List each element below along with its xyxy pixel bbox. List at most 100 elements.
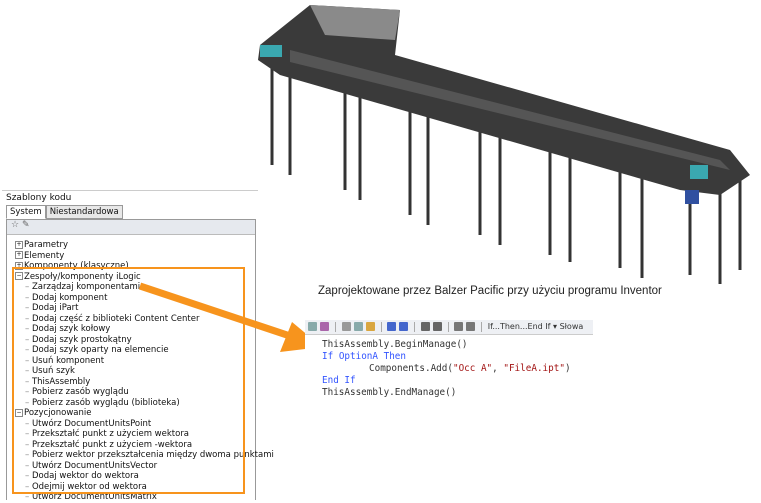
tab-system[interactable]: System (6, 205, 46, 219)
tree-node[interactable]: – Dodaj szyk kołowy (15, 324, 274, 335)
tree-node[interactable]: – Zarządzaj komponentami (15, 282, 274, 293)
tree-node[interactable]: – Usuń komponent (15, 356, 274, 367)
print-icon[interactable] (308, 322, 317, 331)
undo-icon[interactable] (387, 322, 397, 331)
tree-node[interactable]: – Dodaj wektor do wektora (15, 471, 274, 482)
tree-node-label: Utwórz DocumentUnitsMatrix (31, 492, 157, 502)
dropdown-arrow-icon[interactable]: ▾ (553, 322, 558, 331)
keyword: Then (383, 351, 406, 362)
panel-title: Szablony kodu (6, 193, 72, 203)
tree-node[interactable]: – Odejmij wektor od wektora (15, 482, 274, 493)
tree-line-icon: – (25, 292, 32, 303)
outdent-icon[interactable] (420, 322, 430, 331)
comment-icon[interactable] (454, 322, 464, 331)
code-line: ThisAssembly.EndManage() (322, 387, 457, 398)
expand-icon[interactable]: + (15, 240, 23, 249)
tree-node-label: Zespoły/komponenty iLogic (24, 271, 141, 282)
tree-line-icon: – (25, 366, 32, 376)
snippet-tree: +Parametry+Elementy+Komponenty (klasyczn… (15, 240, 274, 503)
tree-line-icon: – (25, 460, 32, 471)
code-editor[interactable]: If...Then...End If ▾ Słowa ThisAssembly.… (305, 320, 593, 402)
copy-icon[interactable] (353, 322, 363, 331)
tree-node-label: Usuń szyk (31, 366, 75, 376)
tree-line-icon: – (25, 439, 32, 450)
expand-icon[interactable]: + (15, 261, 23, 270)
expand-icon[interactable]: + (15, 251, 23, 259)
collapse-icon[interactable]: − (15, 272, 23, 280)
tree-node-label: Usuń komponent (31, 355, 105, 366)
tree-line-icon: – (25, 418, 32, 429)
tree-node[interactable]: – Pobierz zasób wyglądu (15, 387, 274, 398)
tree-line-icon: – (25, 429, 32, 439)
add-snippet-icon[interactable]: ☆ (11, 220, 20, 230)
tree-node[interactable]: – Przekształć punkt z użyciem wektora (15, 429, 274, 440)
preview-icon[interactable] (320, 322, 329, 331)
string: "Occ A" (452, 363, 493, 374)
tree-node[interactable]: – Dodaj iPart (15, 303, 274, 314)
tree-node-label: Zarządzaj komponentami (31, 282, 141, 292)
uncomment-icon[interactable] (466, 322, 476, 331)
code-punct: ) (564, 363, 571, 374)
tree-node[interactable]: – Dodaj komponent (15, 293, 274, 304)
tree-node[interactable]: – Dodaj szyk oparty na elemencie (15, 345, 274, 356)
tree-line-icon: – (25, 282, 32, 292)
tree-line-icon: – (25, 376, 32, 387)
tree-line-icon: – (25, 313, 32, 324)
snippet-dropdown[interactable]: If...Then...End If (487, 322, 551, 331)
tree-node-label: Przekształć punkt z użyciem wektora (31, 429, 190, 439)
identifier: OptionA (338, 351, 378, 362)
code-lines: ThisAssembly.BeginManage() If OptionA Th… (305, 335, 593, 399)
tree-node[interactable]: – Usuń szyk (15, 366, 274, 377)
code-line: If OptionA Then (322, 351, 593, 363)
tree-line-icon: – (25, 481, 32, 492)
keywords-menu[interactable]: Słowa (559, 322, 584, 331)
tree-node[interactable]: – ThisAssembly (15, 377, 274, 388)
tab-custom[interactable]: Niestandardowa (45, 205, 123, 219)
tree-node[interactable]: – Dodaj część z biblioteki Content Cente… (15, 314, 274, 325)
collapse-icon[interactable]: − (15, 408, 23, 417)
tree-node[interactable]: – Utwórz DocumentUnitsVector (15, 461, 274, 472)
paste-icon[interactable] (365, 322, 375, 331)
tree-node-label: Dodaj iPart (31, 303, 79, 313)
image-caption: Zaprojektowane przez Balzer Pacific przy… (318, 285, 662, 297)
tree-line-icon: – (25, 387, 32, 397)
tree-node[interactable]: +Komponenty (klasyczne) (15, 261, 274, 272)
tree-line-icon: – (25, 471, 32, 481)
tree-node-label: Dodaj szyk oparty na elemencie (31, 345, 169, 355)
tree-node[interactable]: – Dodaj szyk prostokątny (15, 335, 274, 346)
tree-node-label: Parametry (24, 240, 69, 250)
tree-node[interactable]: −Zespoły/komponenty iLogic (15, 272, 274, 283)
tree-node-label: Pozycjonowanie (24, 408, 92, 418)
tree-line-icon: – (25, 492, 32, 502)
tree-node-label: Dodaj wektor do wektora (31, 471, 139, 481)
tree-line-icon: – (25, 450, 32, 460)
highlight-box (12, 267, 245, 494)
indent-icon[interactable] (432, 322, 442, 331)
code-punct: , (492, 363, 504, 374)
tree-line-icon: – (25, 355, 32, 366)
tree-node-label: Pobierz zasób wyglądu (31, 387, 129, 397)
tree-line-icon: – (25, 303, 32, 313)
tree-line-icon: – (25, 324, 32, 334)
tree-node-label: Dodaj część z biblioteki Content Center (31, 313, 200, 324)
tree-node[interactable]: – Pobierz wektor przekształcenia między … (15, 450, 274, 461)
redo-icon[interactable] (399, 322, 409, 331)
tree-node[interactable]: – Przekształć punkt z użyciem -wektora (15, 440, 274, 451)
tree-node-label: Dodaj komponent (31, 292, 108, 303)
code-line: Components.Add("Occ A", "FileA.ipt") (322, 363, 593, 375)
tree-node[interactable]: – Utwórz DocumentUnitsMatrix (15, 492, 274, 503)
code-line: End If (322, 375, 356, 386)
tree-node-label: ThisAssembly (31, 376, 91, 387)
string: "FileA.ipt" (503, 363, 565, 374)
tree-node[interactable]: +Elementy (15, 251, 274, 262)
tree-node[interactable]: +Parametry (15, 240, 274, 251)
edit-snippet-icon[interactable]: ✎ (21, 220, 30, 230)
cut-icon[interactable] (341, 322, 351, 331)
tree-node[interactable]: −Pozycjonowanie (15, 408, 274, 419)
conveyor-3d-model-image (258, 5, 750, 284)
tree-node[interactable]: – Pobierz zasób wyglądu (biblioteka) (15, 398, 274, 409)
tree-node[interactable]: – Utwórz DocumentUnitsPoint (15, 419, 274, 430)
